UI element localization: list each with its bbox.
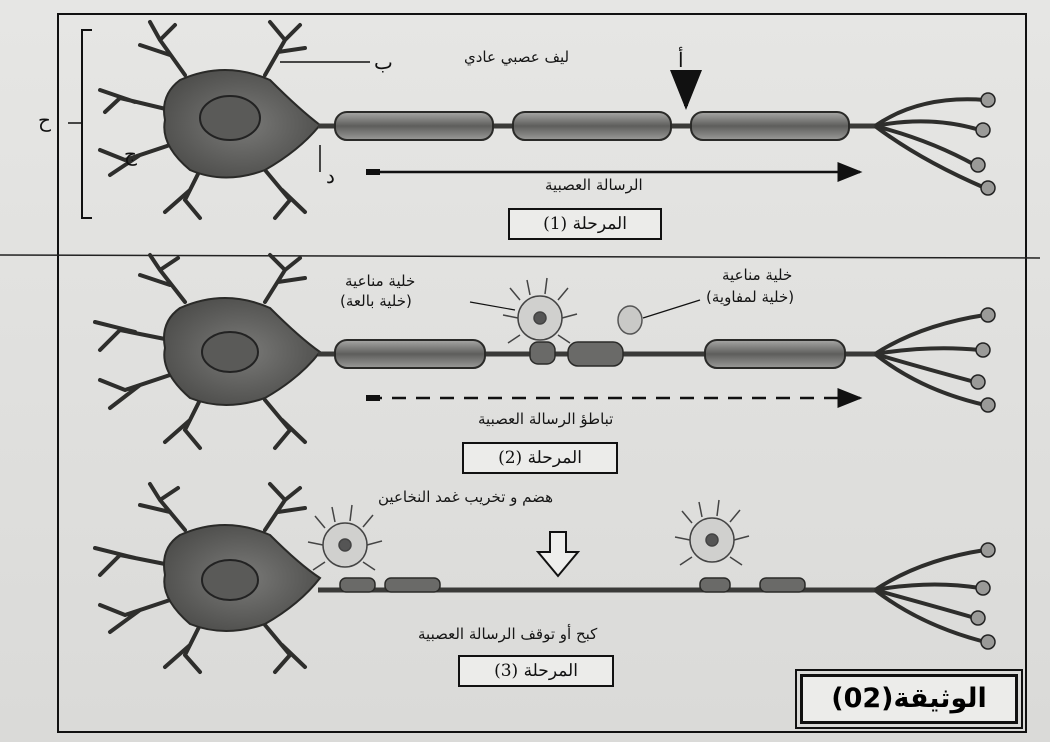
- message-label-3: كبح أو توقف الرسالة العصبية: [418, 625, 597, 643]
- phagocyte-title: خلية مناعية: [345, 272, 415, 290]
- immune-cell-right: [675, 500, 749, 565]
- stage-box-2: المرحلة (2): [462, 442, 618, 474]
- message-label-1: الرسالة العصبية: [545, 176, 643, 194]
- normal-fiber-label: ليف عصبي عادي: [464, 48, 569, 66]
- nucleus-1: [200, 96, 260, 140]
- label-a: أ: [678, 48, 684, 72]
- label-b: ب: [374, 50, 393, 74]
- label-d: د: [326, 164, 335, 188]
- panel-divider: [0, 255, 1040, 258]
- label-c: ج: [124, 142, 137, 166]
- stage-box-1: المرحلة (1): [508, 208, 662, 240]
- myelin-segment: [513, 112, 671, 140]
- phagocyte-subtitle: (خلية بالعة): [340, 292, 412, 310]
- message-label-2: تباطؤ الرسالة العصبية: [478, 410, 613, 428]
- neuron-3: [95, 484, 995, 672]
- phagocyte-cell: [503, 278, 577, 343]
- document-label: الوثيقة(02): [800, 674, 1018, 724]
- bracket-h: [82, 30, 92, 218]
- lymphocyte-cell: [618, 306, 642, 334]
- lymphocyte-title: خلية مناعية: [722, 266, 792, 284]
- immune-cell-left: [308, 505, 382, 570]
- myelin-segment: [335, 340, 485, 368]
- myelin-segment: [335, 112, 493, 140]
- label-h: ح: [38, 108, 51, 132]
- attack-label: هضم و تخريب غمد النخاعين: [378, 488, 553, 506]
- myelin-segment: [691, 112, 849, 140]
- lymphocyte-subtitle: (خلية لمفاوية): [706, 288, 794, 306]
- stage-box-3: المرحلة (3): [458, 655, 614, 687]
- down-arrow-icon: [538, 532, 578, 576]
- myelin-segment: [705, 340, 845, 368]
